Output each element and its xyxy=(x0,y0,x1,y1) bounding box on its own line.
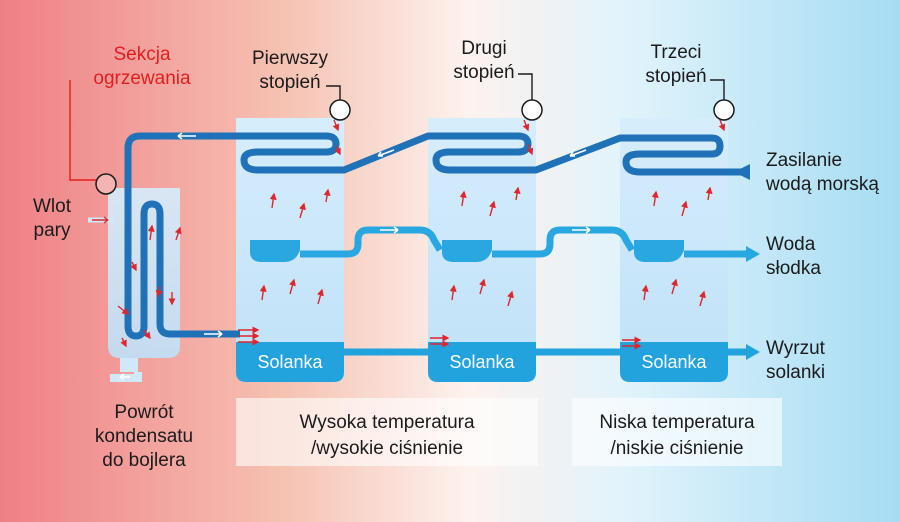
stage-1-label-line1: Pierwszy xyxy=(252,48,329,69)
fresh-water-label-line1: Woda xyxy=(766,234,816,255)
condensate-return-label-line3: do bojlera xyxy=(102,450,186,471)
fresh-water-outlet-arrow xyxy=(746,246,760,262)
brine-label-stage-3: Solanka xyxy=(641,352,707,372)
stage-2-label-line2: stopień xyxy=(453,62,514,83)
fresh-water-flow-arrows xyxy=(380,226,591,234)
stage-3-label-line1: Trzeci xyxy=(650,42,701,63)
stage-3-label-line2: stopień xyxy=(645,66,706,87)
heating-section-label-line2: ogrzewania xyxy=(93,68,191,89)
stage-2-label-line1: Drugi xyxy=(461,38,506,59)
steam-inlet-label-line1: Wlot xyxy=(33,196,72,217)
condensate-return-label-line2: kondensatu xyxy=(95,426,193,447)
brine-discharge-label-line1: Wyrzut xyxy=(766,338,826,359)
steam-inlet-arrow xyxy=(88,216,114,224)
seawater-feed-label-line2: wodą morską xyxy=(765,174,879,195)
low-temp-label-line1: Niska temperatura xyxy=(599,412,755,433)
heating-section-label-line1: Sekcja xyxy=(113,44,170,65)
seawater-inlet-arrow xyxy=(734,164,750,180)
seawater-flow-arrows xyxy=(177,132,587,338)
stage-1-label-line2: stopień xyxy=(259,72,320,93)
brine-discharge-label-line2: solanki xyxy=(766,362,825,383)
high-temp-label-line1: Wysoka temperatura xyxy=(299,412,475,433)
high-temp-label-line2: /wysokie ciśnienie xyxy=(311,438,463,459)
pressure-gauges xyxy=(95,99,735,195)
brine-outlet-arrow xyxy=(746,344,760,360)
fresh-water-collectors xyxy=(250,240,684,262)
brine-label-stage-1: Solanka xyxy=(257,352,323,372)
high-temp-box xyxy=(236,398,538,466)
fresh-water-pipe xyxy=(300,226,748,258)
low-temp-label-line2: /niskie ciśnienie xyxy=(610,438,743,459)
low-temp-box xyxy=(572,398,782,466)
steam-inlet-label-line2: pary xyxy=(34,220,71,241)
steam-arrows xyxy=(117,119,726,350)
fresh-water-label-line2: słodka xyxy=(766,258,821,279)
label-leader-lines xyxy=(69,73,725,181)
seawater-pipe xyxy=(124,132,748,340)
condensate-return-label-line1: Powrót xyxy=(114,402,174,423)
brine-label-stage-2: Solanka xyxy=(449,352,515,372)
seawater-feed-label-line1: Zasilanie xyxy=(766,150,842,171)
